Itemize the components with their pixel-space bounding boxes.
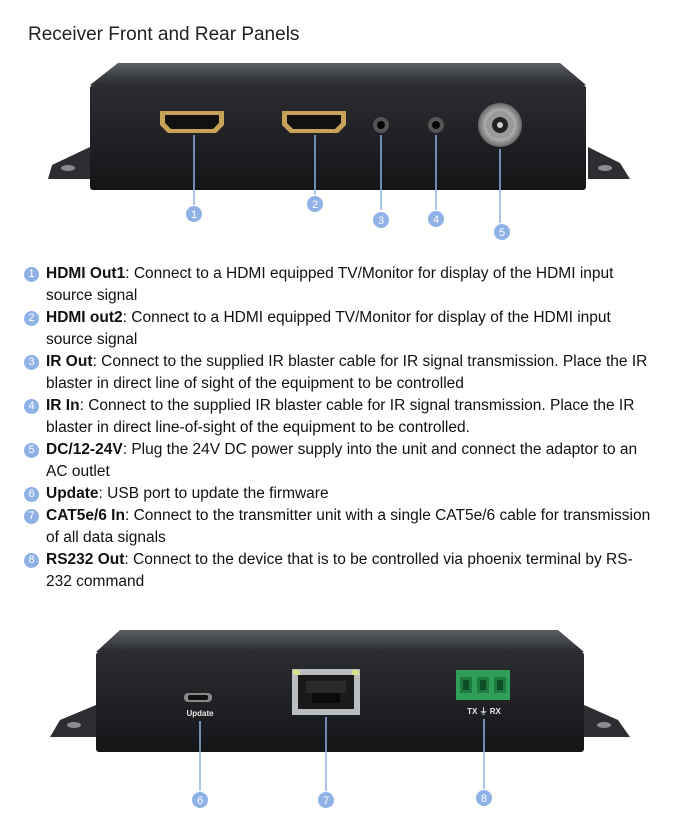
callout-6-number: 6 [197,795,203,807]
hdmi-out2-port [282,111,346,133]
list-item-ir-in: 4 IR In: Connect to the supplied IR blast… [24,395,654,439]
item-term: Update [46,485,99,502]
ir-out-jack [373,117,389,133]
item-term: IR In [46,397,80,414]
item-description: Connect to a HDMI equipped TV/Monitor fo… [46,265,614,304]
callout-8: 8 [476,790,492,806]
callout-4-number: 4 [433,214,439,226]
list-item-update: 6 Update: USB port to update the firmware [24,483,654,505]
rear-panel-illustration: Update TX ⏚ RX 6 [0,625,680,825]
txrx-label: TX ⏚ RX [467,707,501,716]
item-term: CAT5e/6 In [46,507,125,524]
item-description: Connect to the supplied IR blaster cable… [46,353,648,392]
list-item-hdmi-out1: 1 HDMI Out1: Connect to a HDMI equipped T… [24,263,654,307]
list-badge: 1 [24,267,39,282]
item-term: IR Out [46,353,93,370]
item-separator: : [125,265,134,282]
ir-in-jack [428,117,444,133]
list-item-rs232-out: 8 RS232 Out: Connect to the device that i… [24,549,654,593]
callout-4: 4 [428,211,444,227]
callout-2: 2 [307,196,323,212]
item-separator: : [124,507,134,524]
item-description: Connect to the device that is to be cont… [46,551,633,590]
cat5e-rj45-port [292,669,360,715]
callout-7: 7 [318,792,334,808]
list-item-ir-out: 3 IR Out: Connect to the supplied IR blas… [24,351,654,395]
list-badge: 3 [24,355,39,370]
rs232-phoenix-terminal [456,670,510,700]
list-badge: 5 [24,443,39,458]
callout-5-number: 5 [499,227,505,239]
list-badge: 2 [24,311,39,326]
item-description: USB port to update the firmware [107,485,329,502]
callout-3-number: 3 [378,215,384,227]
callout-5: 5 [494,224,510,240]
list-badge: 8 [24,553,39,568]
list-badge: 6 [24,487,39,502]
usb-update-port [184,693,212,702]
list-item-dc-power: 5 DC/12-24V: Plug the 24V DC power supply… [24,439,654,483]
item-term: HDMI out2 [46,309,123,326]
page-title: Receiver Front and Rear Panels [28,24,300,45]
callout-1-number: 1 [191,209,197,221]
item-separator: : [79,397,89,414]
list-item-cat5e-in: 7 CAT5e/6 In: Connect to the transmitter … [24,505,654,549]
item-term: RS232 Out [46,551,125,568]
port-description-list: 1 HDMI Out1: Connect to a HDMI equipped T… [24,263,654,593]
dc-power-jack [478,103,522,147]
callout-3: 3 [373,212,389,228]
callout-7-number: 7 [323,795,329,807]
item-separator: : [98,485,108,502]
front-panel-illustration: 1 2 3 4 5 [0,55,680,245]
item-description: Connect to the supplied IR blaster cable… [46,397,635,436]
list-badge: 4 [24,399,39,414]
list-item-hdmi-out2: 2 HDMI out2: Connect to a HDMI equipped T… [24,307,654,351]
callout-1: 1 [186,206,202,222]
item-separator: : [122,309,132,326]
item-description: Connect to the transmitter unit with a s… [46,507,651,546]
callout-2-number: 2 [312,199,318,211]
item-separator: : [122,441,132,458]
list-badge: 7 [24,509,39,524]
item-separator: : [124,551,134,568]
callout-6: 6 [192,792,208,808]
item-term: HDMI Out1 [46,265,126,282]
item-description: Plug the 24V DC power supply into the un… [46,441,638,480]
item-description: Connect to a HDMI equipped TV/Monitor fo… [46,309,611,348]
hdmi-out1-port [160,111,224,133]
item-separator: : [92,353,102,370]
callout-8-number: 8 [481,793,487,805]
item-term: DC/12-24V [46,441,123,458]
update-port-label: Update [186,709,214,718]
